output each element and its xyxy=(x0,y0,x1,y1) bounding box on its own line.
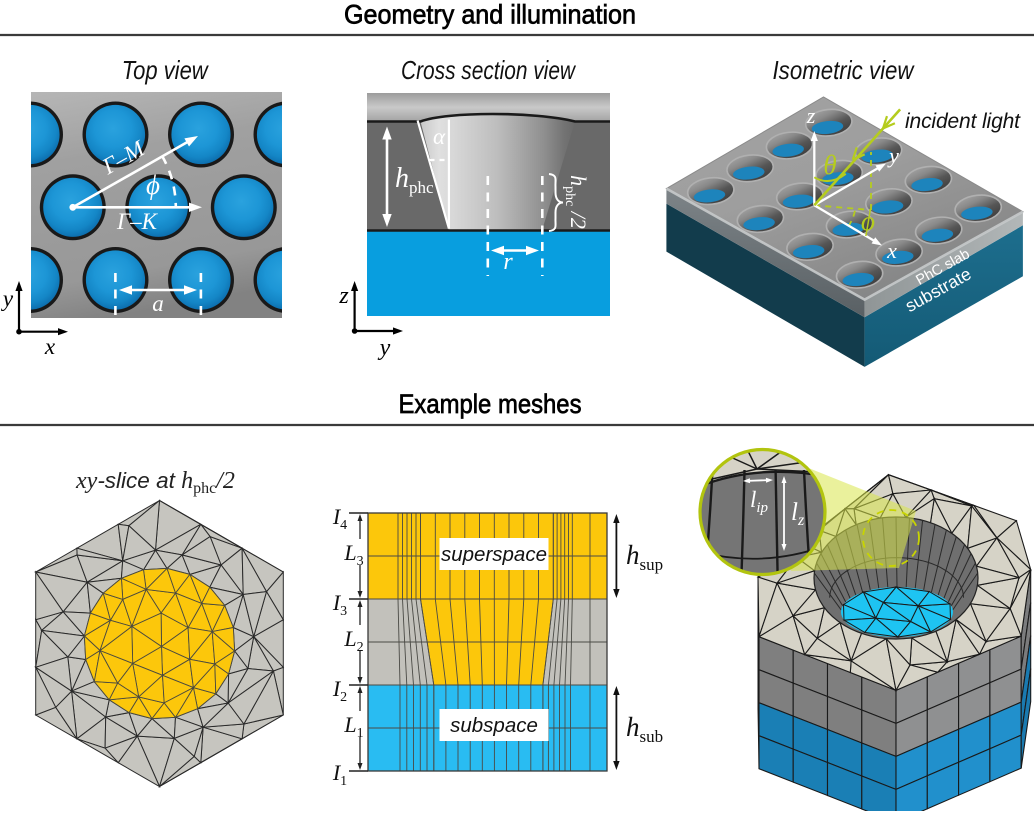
svg-text:ϕ: ϕ xyxy=(861,206,875,236)
svg-text:x: x xyxy=(886,238,897,263)
svg-text:a: a xyxy=(152,291,164,316)
svg-text:y: y xyxy=(887,143,899,168)
svg-text:Isometric view: Isometric view xyxy=(773,55,916,85)
svg-text:y: y xyxy=(1,286,14,311)
svg-text:Example meshes: Example meshes xyxy=(399,389,582,419)
svg-text:α: α xyxy=(433,124,446,149)
svg-text:Geometry and illumination: Geometry and illumination xyxy=(344,0,636,30)
svg-text:Cross section view: Cross section view xyxy=(401,55,577,85)
svg-text:hphc /2: hphc /2 xyxy=(562,175,591,229)
svg-text:x: x xyxy=(44,334,56,359)
svg-text:z: z xyxy=(338,283,349,309)
svg-text:θ: θ xyxy=(823,150,836,180)
svg-text:Γ–K: Γ–K xyxy=(116,209,159,234)
svg-text:subspace: subspace xyxy=(450,714,538,737)
svg-text:incident light: incident light xyxy=(905,110,1021,133)
svg-text:ϕ: ϕ xyxy=(146,170,160,200)
svg-text:y: y xyxy=(378,335,391,361)
svg-text:z: z xyxy=(806,103,816,128)
svg-text:superspace: superspace xyxy=(441,543,547,566)
svg-text:r: r xyxy=(503,249,513,275)
svg-text:Top view: Top view xyxy=(122,55,210,85)
